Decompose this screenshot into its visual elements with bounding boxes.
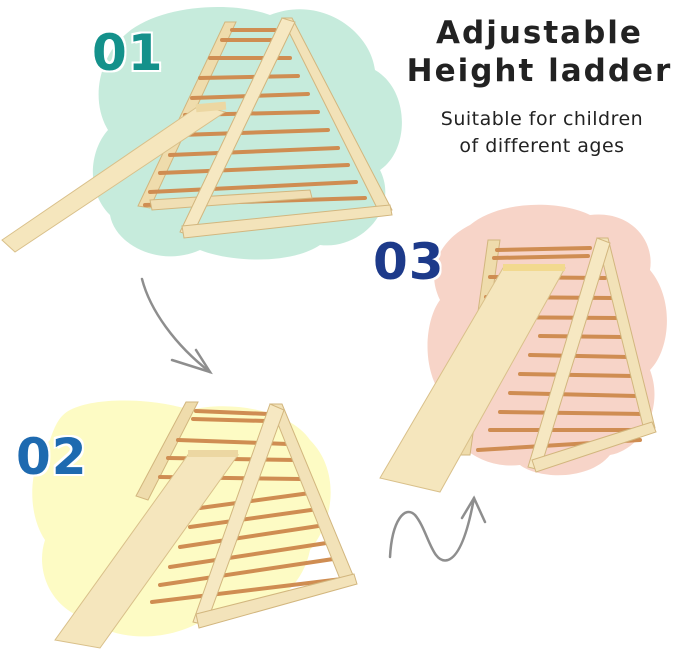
- ladder-config-01: [1, 17, 393, 253]
- ladder-config-02: [54, 401, 358, 649]
- subheadline: Suitable for children of different ages: [405, 106, 679, 160]
- ladder-config-03: [379, 237, 657, 493]
- step-label-01: 01: [92, 24, 164, 82]
- arrow-02-to-03: [388, 495, 487, 562]
- headline-line-2: Height ladder: [406, 53, 673, 89]
- arrow-01-to-02: [140, 277, 213, 375]
- headline-line-1: Adjustable: [436, 15, 643, 51]
- step-label-02: 02: [16, 428, 88, 486]
- headline: Adjustable Height ladder: [400, 14, 679, 90]
- subheadline-line-1: Suitable for children: [440, 108, 644, 130]
- subheadline-line-2: of different ages: [459, 135, 625, 157]
- step-label-03: 03: [373, 233, 445, 291]
